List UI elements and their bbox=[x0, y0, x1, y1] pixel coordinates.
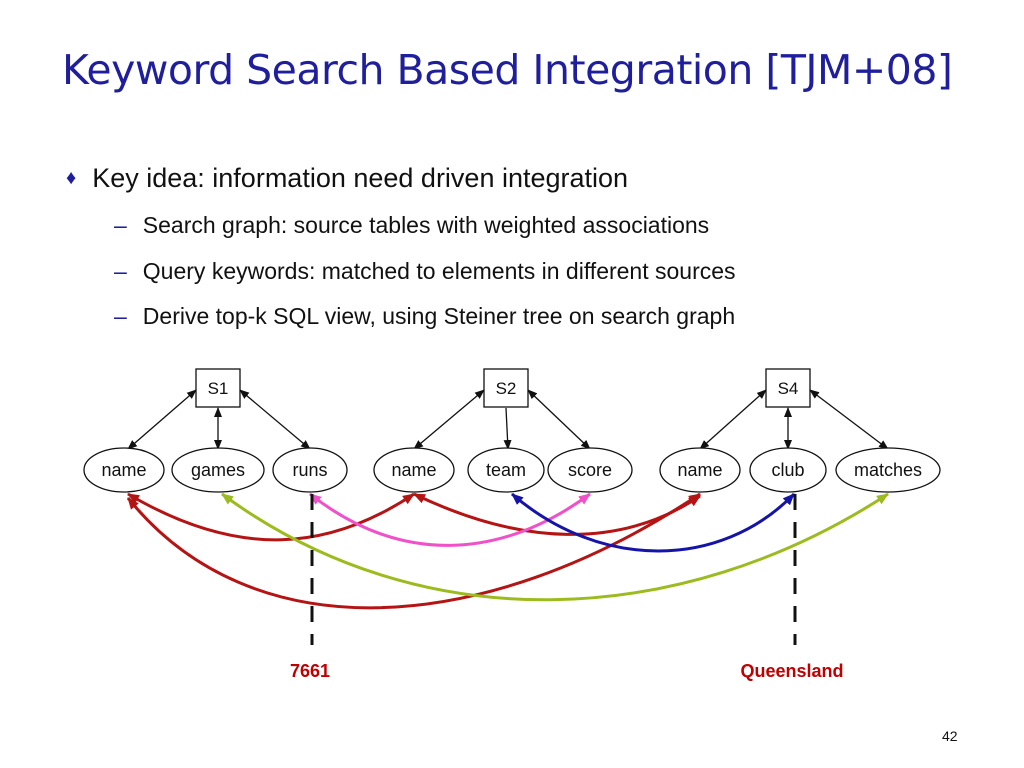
attribute-label: club bbox=[771, 460, 804, 480]
source-label: S1 bbox=[208, 379, 229, 398]
attribute-label: name bbox=[391, 460, 436, 480]
source-label: S4 bbox=[778, 379, 799, 398]
blue-curve-team-club bbox=[511, 492, 796, 553]
dash-icon: – bbox=[114, 212, 127, 238]
attribute-label: runs bbox=[292, 460, 327, 480]
sub-bullet-text: Search graph: source tables with weighte… bbox=[142, 212, 710, 238]
red-curve-s2name-s4name bbox=[413, 492, 701, 536]
red-curve-s1name-s4name bbox=[126, 492, 701, 610]
source-node-s1: S1 bbox=[195, 368, 241, 408]
edge-s4-name bbox=[699, 389, 767, 450]
sub-bullet-text: Query keywords: matched to elements in d… bbox=[142, 258, 736, 284]
attribute-node-s4-matches: matches bbox=[835, 447, 941, 493]
dash-icon: – bbox=[114, 303, 127, 329]
slide-page-number: 42 bbox=[942, 728, 958, 744]
pink-curve-runs-score bbox=[309, 492, 591, 547]
source-node-s4: S4 bbox=[765, 368, 811, 408]
attribute-node-s1-runs: runs bbox=[272, 447, 348, 493]
attribute-label: team bbox=[486, 460, 526, 480]
bullet-key-idea: ♦ Key idea: information need driven integ… bbox=[66, 163, 628, 194]
attribute-node-s2-team: team bbox=[467, 447, 545, 493]
edge-s1-runs bbox=[239, 389, 311, 450]
sub-bullet-query-keywords: –Query keywords: matched to elements in … bbox=[114, 258, 736, 285]
association-curves bbox=[126, 492, 889, 610]
source-attribute-edges bbox=[127, 389, 889, 450]
keyword-7661: 7661 bbox=[290, 661, 330, 681]
sub-bullet-search-graph: –Search graph: source tables with weight… bbox=[114, 212, 709, 239]
attribute-label: name bbox=[101, 460, 146, 480]
attribute-label: name bbox=[677, 460, 722, 480]
slide-title: Keyword Search Based Integration [TJM+08… bbox=[62, 46, 953, 94]
green-curve-games-matches bbox=[221, 492, 889, 602]
source-node-s2: S2 bbox=[483, 368, 529, 408]
attribute-node-s2-name: name bbox=[373, 447, 455, 493]
edge-s2-name bbox=[413, 389, 485, 450]
keyword-queensland: Queensland bbox=[740, 661, 843, 681]
attribute-node-s1-games: games bbox=[171, 447, 265, 493]
red-curve-s1name-s2name bbox=[127, 492, 415, 542]
attribute-label: matches bbox=[854, 460, 922, 480]
edge-s2-team bbox=[503, 407, 512, 450]
dash-icon: – bbox=[114, 258, 127, 284]
edge-s1-name bbox=[127, 389, 197, 450]
attribute-node-s1-name: name bbox=[83, 447, 165, 493]
sub-bullet-text: Derive top-k SQL view, using Steiner tre… bbox=[142, 303, 736, 329]
attribute-node-s4-club: club bbox=[749, 447, 827, 493]
edge-s2-score bbox=[527, 389, 591, 450]
attribute-label: score bbox=[568, 460, 612, 480]
bullet-text: Key idea: information need driven integr… bbox=[92, 163, 629, 193]
attribute-label: games bbox=[191, 460, 245, 480]
edge-s4-matches bbox=[809, 389, 889, 450]
sub-bullet-steiner-tree: –Derive top-k SQL view, using Steiner tr… bbox=[114, 303, 735, 330]
diamond-bullet-icon: ♦ bbox=[66, 167, 77, 189]
source-label: S2 bbox=[496, 379, 517, 398]
attribute-node-s4-name: name bbox=[659, 447, 741, 493]
attribute-node-s2-score: score bbox=[547, 447, 633, 493]
